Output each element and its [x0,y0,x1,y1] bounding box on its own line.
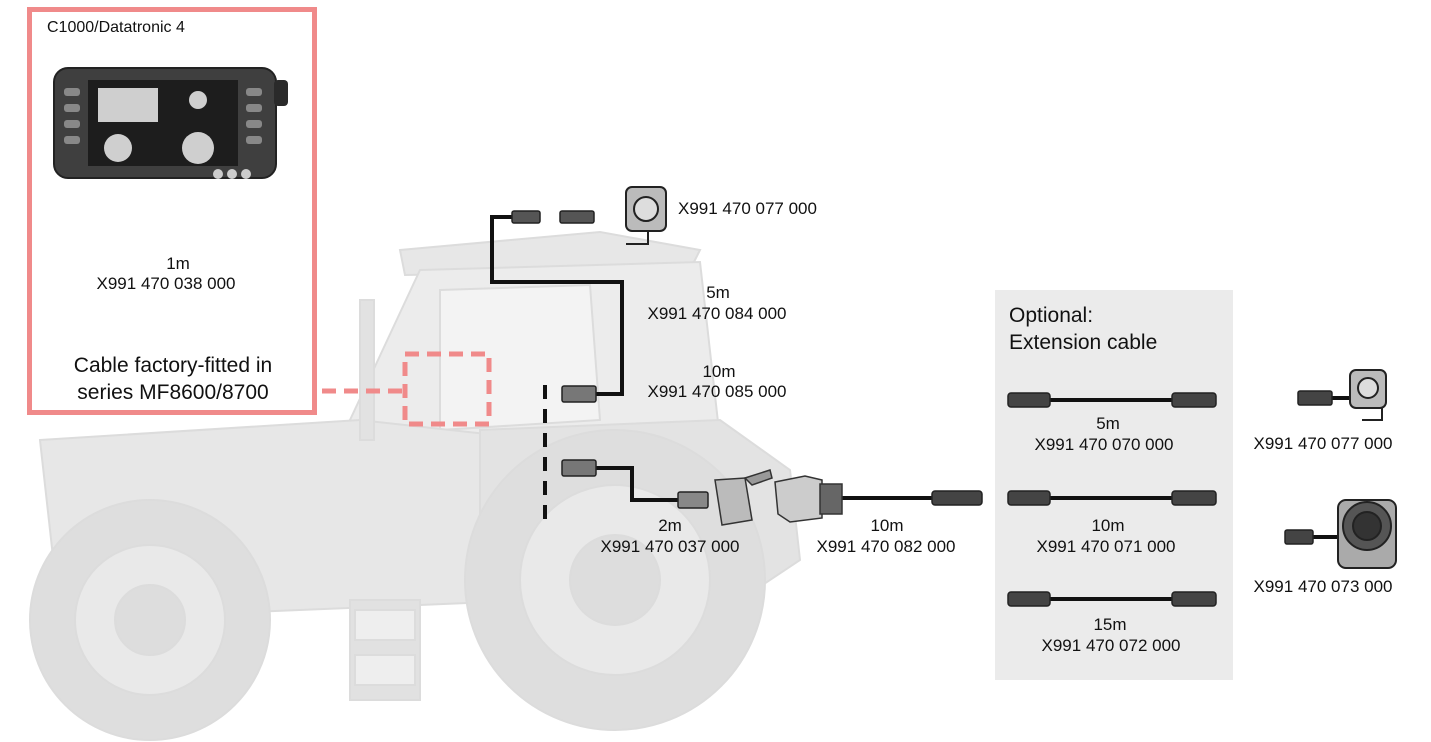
camera-large-icon [1337,499,1397,569]
factory-note: Cable factory-fitted in series MF8600/87… [38,352,308,406]
ext-5m-length: 5m [1096,414,1120,433]
ext-15m-length: 15m [1093,615,1127,634]
optional-panel [995,290,1233,680]
isobus-plug [714,469,843,526]
cable-10m-b-length: 10m [870,516,904,535]
ext-10m-length: 10m [1091,516,1125,535]
camera-small-part: X991 470 077 000 [1253,434,1393,453]
camera-top-part: X991 470 077 000 [678,199,817,218]
cable-10m-b-part: X991 470 082 000 [816,537,956,556]
camera-top-icon [625,186,667,245]
cable-2m-length: 2m [658,516,682,535]
cable-2m-part: X991 470 037 000 [600,537,740,556]
optional-title-line2: Extension cable [1009,331,1158,354]
factory-cable-highlight [322,351,492,427]
camera-small-icon [1349,369,1387,421]
cable-5m-length: 5m [706,283,730,302]
camera-large-part: X991 470 073 000 [1253,577,1393,596]
terminal-title: C1000/Datatronic 4 [47,19,185,36]
ext-15m-part: X991 470 072 000 [1041,636,1181,655]
factory-cable-length: 1m [166,254,190,273]
optional-title-line1: Optional: [1009,304,1094,327]
terminal-icon [53,67,288,179]
factory-note-line2: series MF8600/8700 [77,381,269,404]
ext-10m-part: X991 470 071 000 [1036,537,1176,556]
optional-cables [1007,392,1217,607]
cable-5m-part: X991 470 084 000 [647,304,787,323]
factory-note-line1: Cable factory-fitted in [73,354,273,377]
ext-5m-part: X991 470 070 000 [1034,435,1174,454]
cable-10m-length: 10m [702,362,736,381]
factory-cable-part: X991 470 038 000 [96,274,236,293]
optional-title: Optional: Extension cable [1009,302,1157,356]
cable-10m-part: X991 470 085 000 [647,382,787,401]
